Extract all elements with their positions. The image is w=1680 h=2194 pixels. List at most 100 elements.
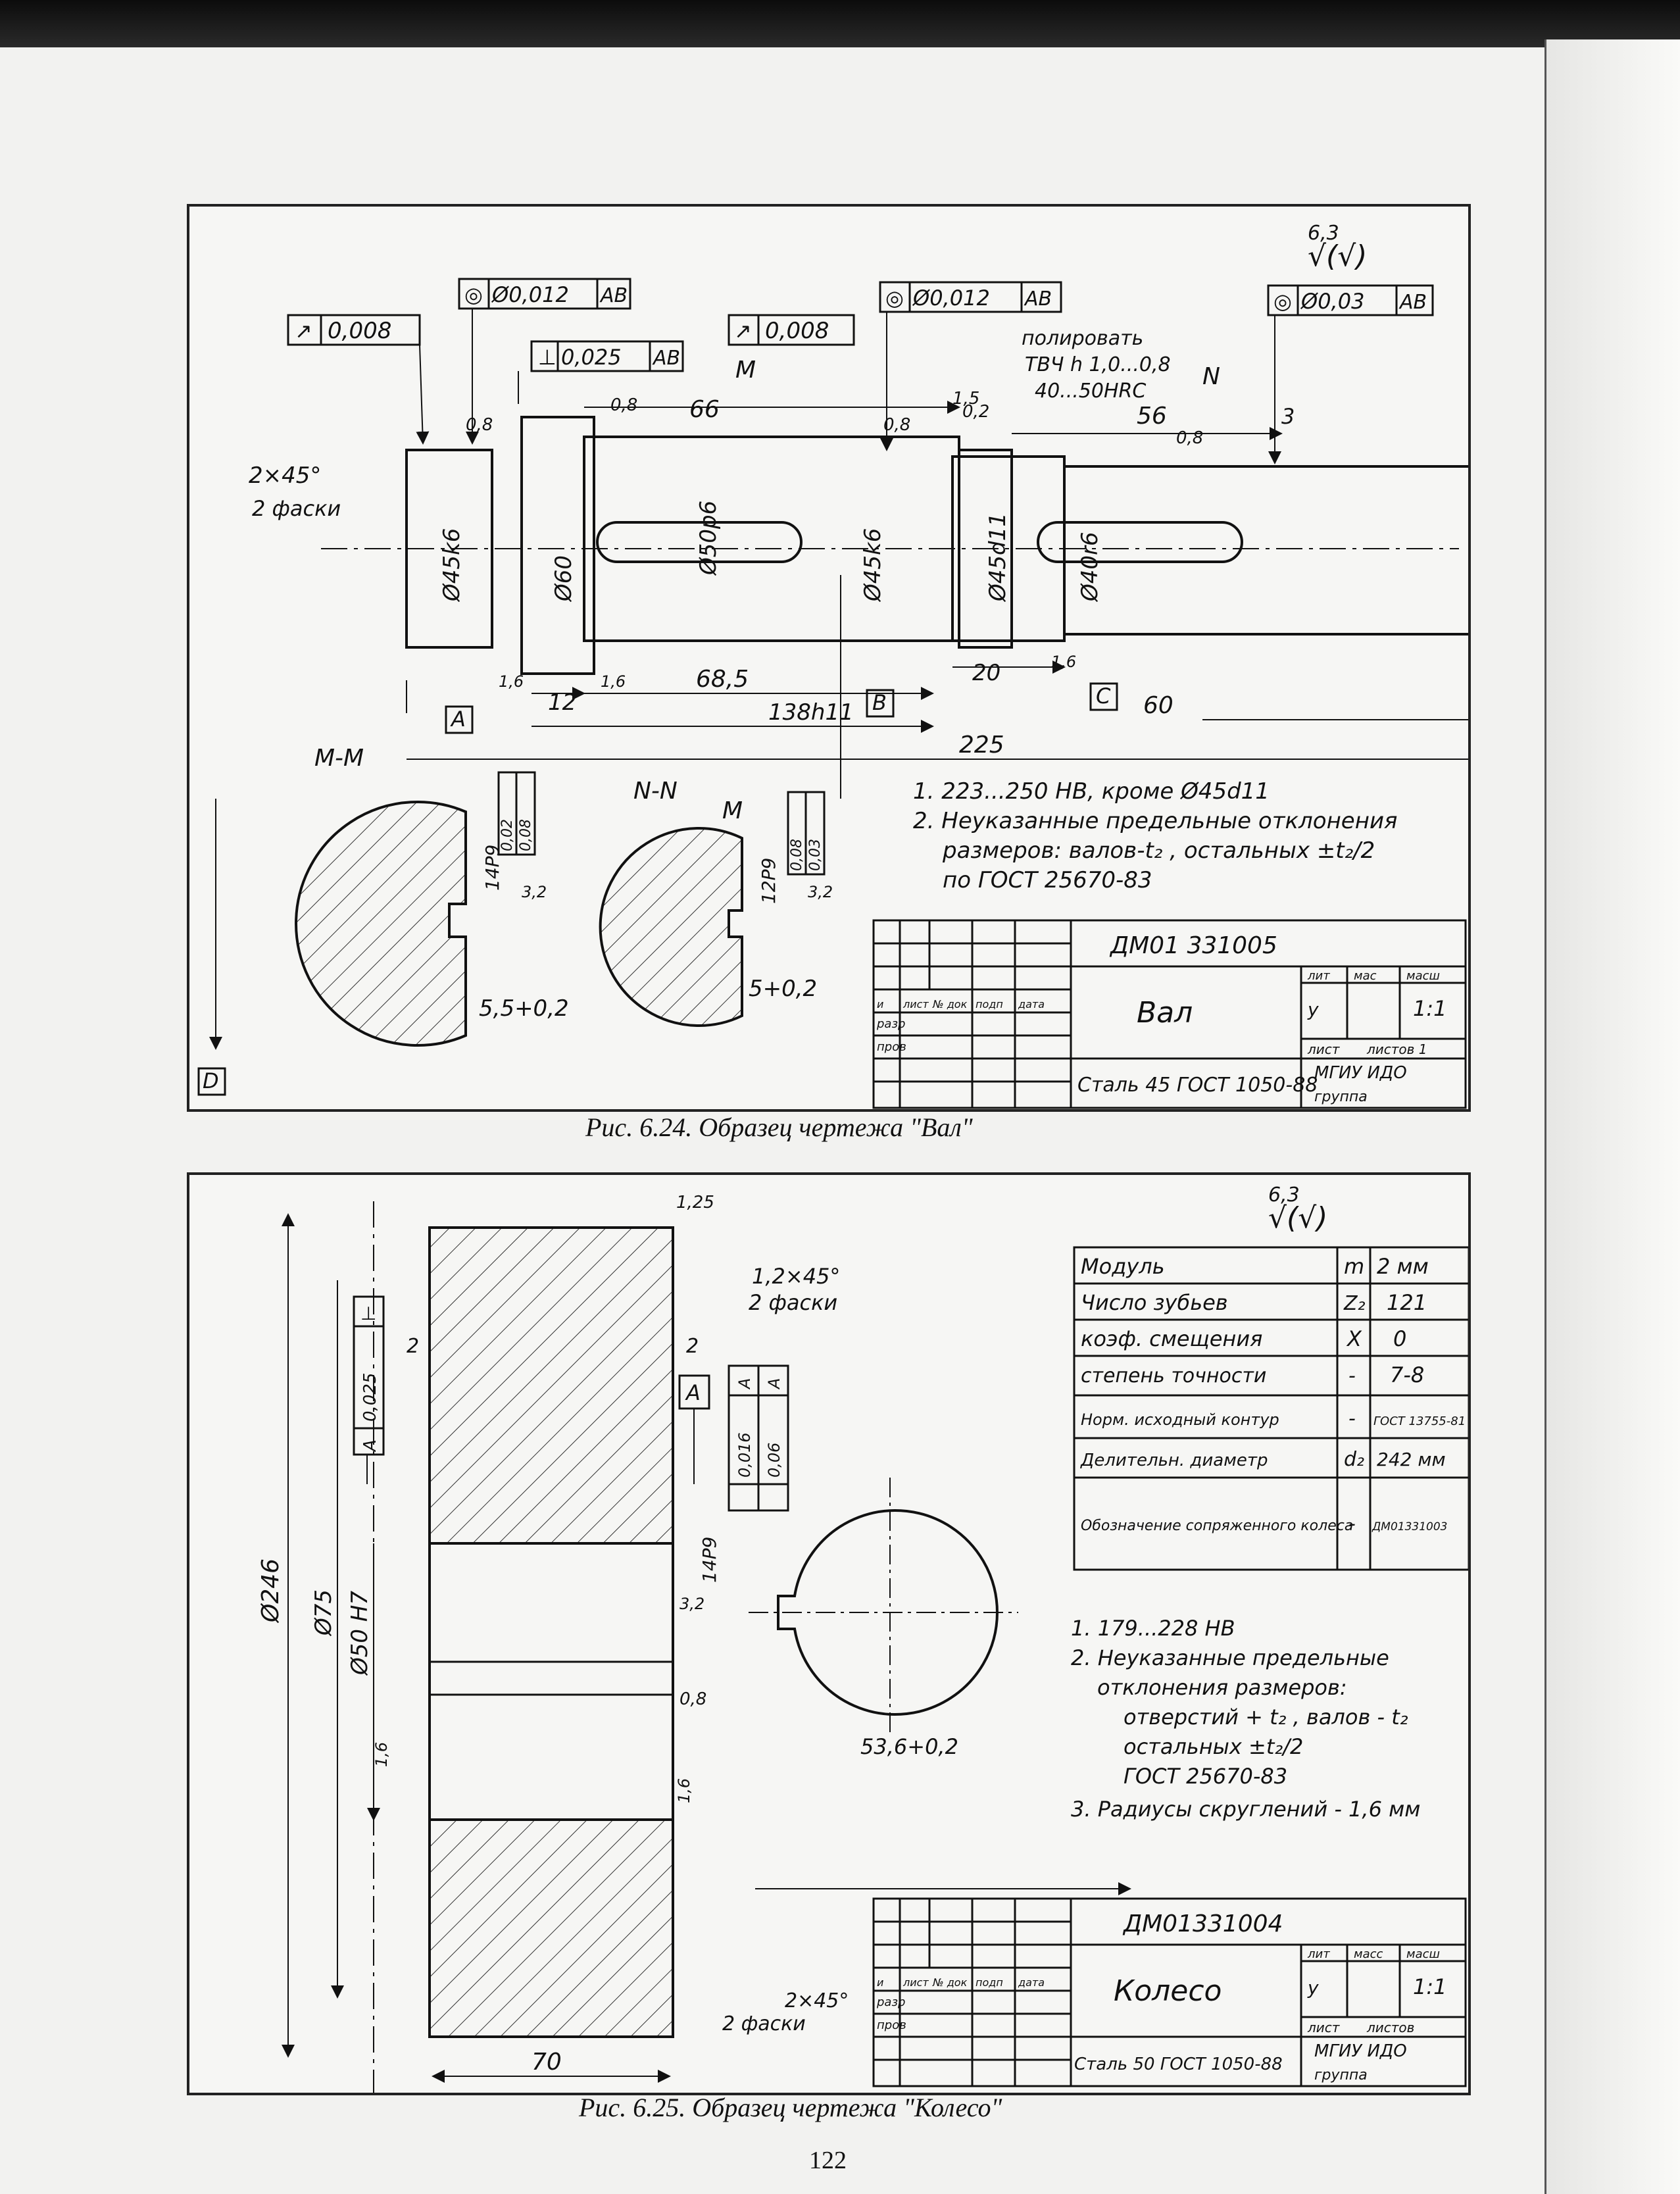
title-scale: 1:1 bbox=[1413, 1974, 1447, 1999]
param-sym-diameter: d₂ bbox=[1344, 1448, 1364, 1471]
shaft-drawing: 6,3 √(√) ↗ 0,008 ◎ Ø0,012 AB ⊥ 0,025 AB … bbox=[197, 222, 1468, 1109]
datum-a-label: A bbox=[685, 1380, 701, 1405]
param-val-contour: ГОСТ 13755-81 bbox=[1373, 1414, 1466, 1428]
title-data: дата bbox=[1018, 998, 1045, 1010]
note-tvch: ТВЧ h 1,0...0,8 bbox=[1025, 353, 1171, 376]
shaft-outline bbox=[405, 416, 1468, 675]
datum-d-label: D bbox=[203, 1068, 219, 1093]
dim-40r6: Ø40r6 bbox=[1077, 532, 1103, 603]
tol-frame-runout-1 bbox=[287, 314, 421, 346]
tol-symbol-perp: ⊥ bbox=[538, 345, 556, 370]
tol-perp-base: A bbox=[360, 1439, 380, 1453]
roughness-16-b: 1,6 bbox=[675, 1778, 693, 1803]
tol-symbol-conc-1: ◎ bbox=[464, 282, 483, 307]
tol-conc-3-base: AB bbox=[1398, 291, 1427, 314]
tol-frame-conc-3 bbox=[1267, 284, 1434, 316]
param-val-teeth: 121 bbox=[1387, 1290, 1427, 1315]
tol-conc-2-base: AB bbox=[1024, 287, 1052, 311]
roughness-value: 6,3 bbox=[1308, 222, 1339, 245]
tol-sym-base: A bbox=[765, 1378, 783, 1390]
tol-perp-value: 0,025 bbox=[360, 1373, 380, 1422]
datum-b-label: B bbox=[872, 690, 887, 715]
dim-66: 66 bbox=[689, 396, 720, 423]
title-izm: и bbox=[877, 998, 883, 1010]
note-2b: отклонения размеров: bbox=[1097, 1675, 1347, 1700]
param-val-accuracy: 7-8 bbox=[1390, 1362, 1424, 1387]
param-sym-accuracy: - bbox=[1348, 1364, 1356, 1387]
roughness-16-c: 1,6 bbox=[1051, 653, 1076, 671]
note-2a: 2. Неуказанные предельные bbox=[1071, 1645, 1389, 1670]
gear-drawing-frame: 6,3 √(√) 1,25 1,2×45° 2 фаски 2×45° 2 фа… bbox=[187, 1172, 1471, 2095]
roughness-125: 1,25 bbox=[676, 1193, 714, 1212]
roughness-value: 6,3 bbox=[1268, 1184, 1300, 1207]
roughness-sign: √(√) bbox=[1268, 1201, 1327, 1235]
datum-d-box bbox=[197, 1067, 226, 1096]
roughness-32-a: 3,2 bbox=[522, 883, 547, 901]
section-label-m-m: M-M bbox=[314, 745, 364, 772]
gear-title-block bbox=[872, 1897, 1467, 2087]
title-ndok: № док bbox=[932, 998, 968, 1010]
title-mass-header: масс bbox=[1354, 1947, 1383, 1961]
title-ndok: № док bbox=[932, 1976, 968, 1989]
tol-par-value: 0,016 bbox=[735, 1432, 754, 1478]
title-doc-number: ДМ01 331005 bbox=[1109, 932, 1277, 959]
section-mark-m: M bbox=[735, 357, 756, 384]
title-u: у bbox=[1307, 999, 1319, 1020]
note-1: 1. 223...250 HB, кроме Ø45d11 bbox=[913, 778, 1270, 805]
dim-60-length: 60 bbox=[1143, 692, 1174, 719]
datum-a-box bbox=[445, 705, 474, 734]
param-sym-teeth: Z₂ bbox=[1343, 1292, 1366, 1315]
section-n-n bbox=[599, 827, 743, 1027]
tol-sym-value: 0,06 bbox=[765, 1443, 783, 1478]
tol-par-base: A bbox=[735, 1378, 754, 1390]
roughness-16-b: 1,6 bbox=[601, 672, 626, 691]
chamfer-2-note: 2 фаски bbox=[722, 2012, 806, 2035]
dim-50p6: Ø50p6 bbox=[695, 501, 722, 576]
dim-20: 20 bbox=[972, 660, 1001, 686]
tol-perp-base: AB bbox=[652, 347, 680, 370]
tol-sym-1: 0,08 bbox=[518, 819, 534, 851]
title-razr: разр bbox=[876, 1995, 905, 2009]
title-sheet: лист bbox=[1307, 2020, 1341, 2035]
tol-symbol-perp: ⊥ bbox=[360, 1303, 376, 1324]
note-2e: ГОСТ 25670-83 bbox=[1124, 1764, 1287, 1789]
note-2c: по ГОСТ 25670-83 bbox=[943, 867, 1152, 893]
dim-2-left: 2 bbox=[407, 1335, 419, 1358]
chamfer-1-note: 2 фаски bbox=[749, 1290, 837, 1315]
param-name-mating: Обозначение сопряженного колеса bbox=[1081, 1518, 1353, 1534]
title-material: Сталь 45 ГОСТ 1050-88 bbox=[1077, 1074, 1318, 1097]
tol-sym-2: 0,03 bbox=[807, 839, 824, 871]
param-sym-contour: - bbox=[1348, 1407, 1356, 1430]
tol-conc-3-value: Ø0,03 bbox=[1300, 289, 1364, 314]
tol-frame-runout-2 bbox=[728, 314, 855, 346]
section-label-n-n: N-N bbox=[633, 778, 678, 805]
param-name-shift: коэф. смещения bbox=[1081, 1326, 1262, 1351]
dim-60: Ø60 bbox=[551, 555, 577, 603]
param-name-contour: Норм. исходный контур bbox=[1081, 1410, 1279, 1429]
chamfer-2: 2×45° bbox=[785, 1989, 849, 2012]
chamfer-label: 2×45° bbox=[249, 462, 321, 489]
note-2c: отверстий + t₂ , валов - t₂ bbox=[1124, 1705, 1408, 1730]
param-sym-module: m bbox=[1344, 1254, 1364, 1279]
key-depth-2: 5+0,2 bbox=[749, 976, 817, 1002]
tol-symbol-conc-2: ◎ bbox=[885, 286, 904, 311]
tol-frame-perp bbox=[353, 1295, 385, 1456]
title-group: группа bbox=[1314, 2067, 1368, 2083]
param-name-diameter: Делительн. диаметр bbox=[1080, 1451, 1268, 1470]
key-12p9: 12P9 bbox=[758, 858, 779, 904]
dim-138h11: 138h11 bbox=[768, 699, 854, 726]
roughness-08-c: 0,8 bbox=[883, 415, 910, 435]
key-14p9: 14P9 bbox=[482, 845, 503, 891]
dim-70: 70 bbox=[531, 2049, 562, 2076]
section-m-m bbox=[295, 801, 467, 1047]
page-number: 122 bbox=[809, 2147, 847, 2174]
param-val-module: 2 мм bbox=[1377, 1254, 1429, 1279]
scan-top-edge bbox=[0, 0, 1680, 47]
title-sheet: лист bbox=[1307, 1041, 1341, 1057]
title-doc-number: ДМ01331004 bbox=[1122, 1910, 1283, 1937]
title-part-name: Вал bbox=[1137, 996, 1193, 1030]
note-2d: остальных ±t₂/2 bbox=[1124, 1734, 1303, 1759]
tol-frame-conc-1 bbox=[458, 278, 631, 310]
tol-par-1: 0,02 bbox=[499, 819, 516, 851]
title-scale-header: масш bbox=[1406, 1947, 1440, 1961]
